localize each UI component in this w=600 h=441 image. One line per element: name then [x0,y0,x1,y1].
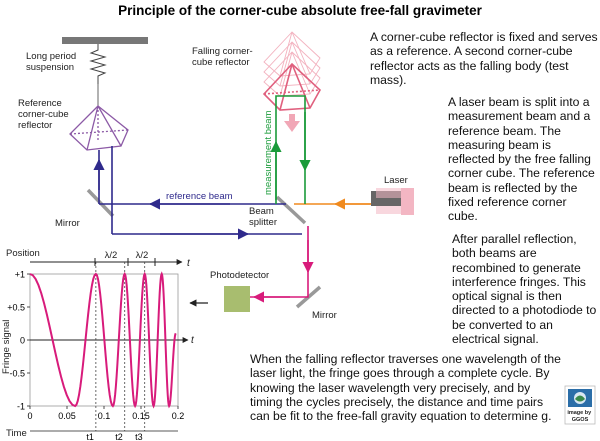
reference-corner-cube [69,84,129,151]
ggos-logo: image by GGOS [564,385,596,425]
fall-direction-arrow [284,114,300,132]
y-ticks: +1 +0.5 0 -0.5 -1 [7,270,30,412]
time-markers: t1 t2 t3 [86,262,146,441]
laser-source [371,188,414,215]
long-period-suspension [62,37,148,84]
recombined-beam-path [250,226,309,298]
left-mirror [86,188,115,218]
photodetector [224,286,250,312]
y-tick-label: -0.5 [9,369,25,379]
x-tick-label: 0.2 [172,411,185,421]
falling-corner-cube-ghosts [263,31,321,97]
photodetector-label: Photodetector [210,270,269,281]
page-title: Principle of the corner-cube absolute fr… [118,3,483,18]
lambda-half-label-2: λ/2 [136,250,149,261]
explanation-paragraph-2: A laser beam is split into a measurement… [448,95,595,224]
beam-splitter-label: Beam splitter [249,206,277,228]
y-tick-label: +0.5 [7,303,25,313]
x-tick-label: 0.1 [98,411,111,421]
time-marker-label-t3: t3 [135,432,143,441]
reference-beam-label: reference beam [166,191,233,202]
left-mirror-label: Mirror [55,218,80,229]
explanation-paragraph-3: After parallel reflection, both beams ar… [452,232,597,347]
lambda-half-label-1: λ/2 [105,250,118,261]
zero-axis-t-label: t [191,335,195,346]
svg-text:image by GGOS: image by GGOS [567,410,592,423]
x-tick-label: 0.05 [58,411,76,421]
y-axis-label: Fringe signal [1,320,12,374]
y-tick-label: 0 [20,336,25,346]
suspension-label: Long period suspension [26,51,79,73]
falling-corner-cube [262,62,322,111]
reference-reflector-label: Reference corner-cube reflector [18,98,71,131]
y-tick-label: +1 [15,270,25,280]
explanation-paragraph-4: When the falling reflector traverses one… [250,352,561,424]
position-label: Position [6,248,40,259]
x-ticks: 0 0.05 0.1 0.15 0.2 [27,406,184,421]
measurement-beam-path [275,95,306,204]
falling-reflector-label: Falling corner- cube reflector [192,46,255,68]
right-mirror-label: Mirror [312,310,337,321]
position-axis-t-label: t [187,258,191,269]
laser-label: Laser [384,175,408,186]
fringe-signal-chart: Position t λ/2 λ/2 t +1 +0.5 0 -0.5 -1 0 0.05… [1,248,195,441]
time-marker-label-t2: t2 [115,432,123,441]
beam-splitter [275,195,307,225]
x-tick-label: 0 [27,411,32,421]
time-marker-label-t1: t1 [86,432,94,441]
explanation-paragraph-1: A corner-cube reflector is fixed and ser… [370,30,598,87]
fringe-curve [29,271,177,409]
y-tick-label: -1 [17,402,25,412]
measurement-beam-label: measurement beam [263,110,274,195]
x-tick-label: 0.15 [132,411,150,421]
x-axis-label: Time [6,428,27,439]
